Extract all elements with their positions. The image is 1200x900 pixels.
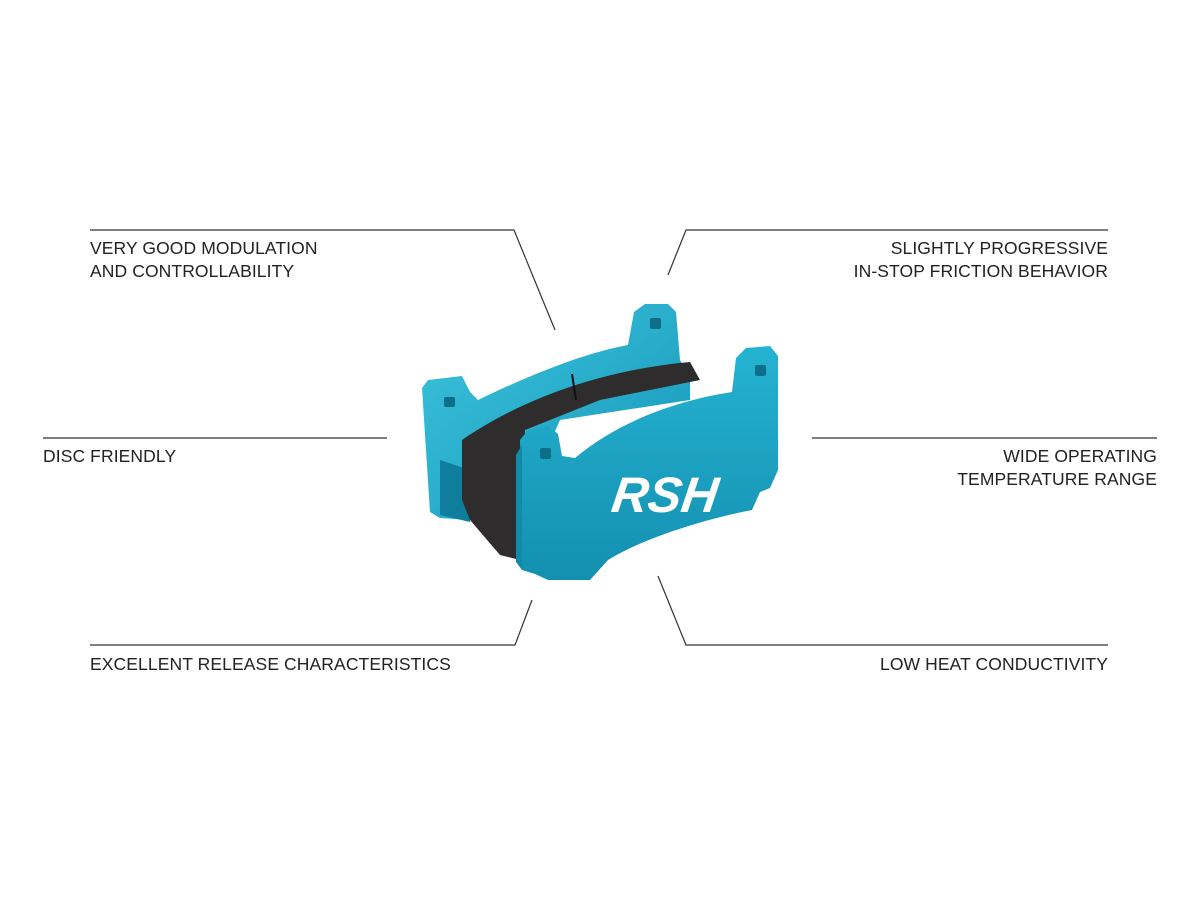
- feature-text: TEMPERATURE RANGE: [957, 469, 1157, 489]
- leader-line-top-left: [90, 229, 556, 331]
- feature-text: VERY GOOD MODULATION: [90, 238, 318, 258]
- feature-progressive-friction: SLIGHTLY PROGRESSIVE IN-STOP FRICTION BE…: [854, 237, 1108, 283]
- product-logo: RSH: [609, 467, 724, 523]
- leader-line-bottom-left: [90, 599, 533, 646]
- feature-text: WIDE OPERATING: [1003, 446, 1157, 466]
- feature-text: SLIGHTLY PROGRESSIVE: [890, 238, 1108, 258]
- brake-pad-image: RSH: [422, 304, 778, 580]
- feature-text: LOW HEAT CONDUCTIVITY: [880, 654, 1108, 674]
- feature-disc-friendly: DISC FRIENDLY: [43, 445, 176, 468]
- feature-temperature-range: WIDE OPERATING TEMPERATURE RANGE: [957, 445, 1157, 491]
- feature-text: AND CONTROLLABILITY: [90, 261, 295, 281]
- front-plate: [520, 346, 778, 580]
- feature-release: EXCELLENT RELEASE CHARACTERISTICS: [90, 653, 451, 676]
- leader-line-top-right: [667, 229, 1108, 276]
- feature-heat-conductivity: LOW HEAT CONDUCTIVITY: [880, 653, 1108, 676]
- leader-line-bottom-right: [657, 575, 1108, 646]
- feature-text: DISC FRIENDLY: [43, 446, 177, 466]
- feature-modulation: VERY GOOD MODULATION AND CONTROLLABILITY: [90, 237, 318, 283]
- feature-text: EXCELLENT RELEASE CHARACTERISTICS: [90, 654, 451, 674]
- feature-text: IN-STOP FRICTION BEHAVIOR: [853, 261, 1108, 281]
